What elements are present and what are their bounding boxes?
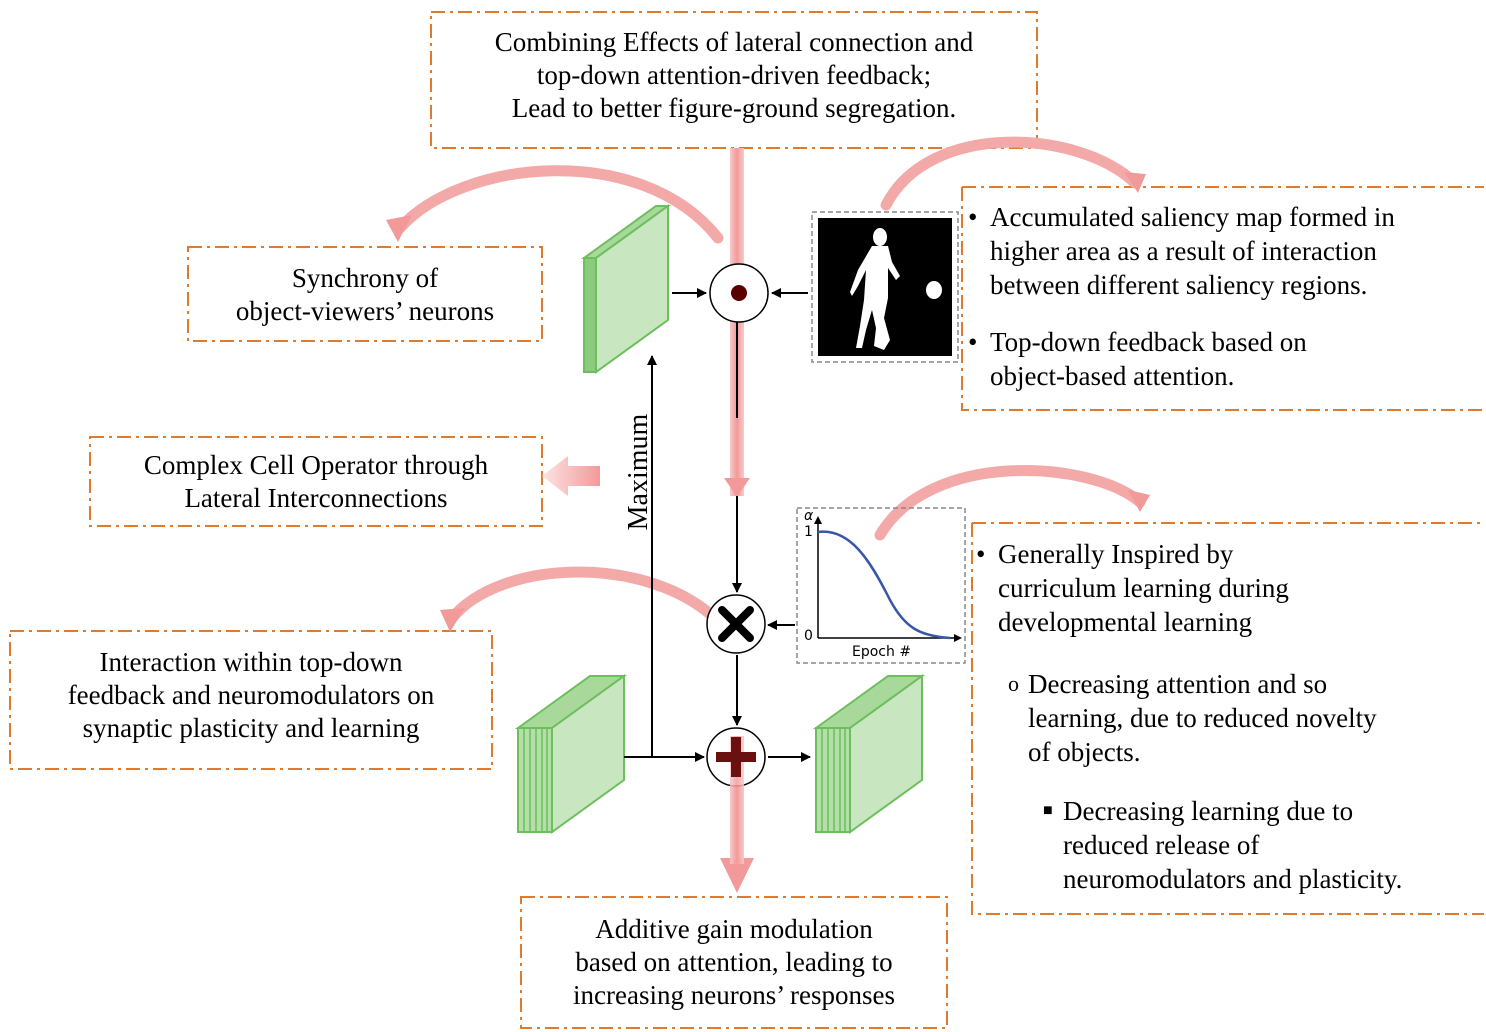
- curriculum-line: neuromodulators and plasticity.: [1063, 864, 1403, 894]
- saliency-line: higher area as a result of interaction: [990, 236, 1377, 266]
- curriculum-line: Decreasing learning due to: [1063, 796, 1354, 826]
- bullet-dot-icon: •: [976, 539, 986, 569]
- curve-head-synchrony: [386, 215, 412, 242]
- bullet-dot-icon: •: [968, 202, 978, 232]
- complex-line: Complex Cell Operator through: [143, 450, 489, 480]
- bullet-square-icon: ■: [1043, 802, 1053, 819]
- plot-x-label: Epoch #: [852, 644, 912, 660]
- saliency-line: Top-down feedback based on: [990, 327, 1307, 357]
- neuron-stack-output: [812, 674, 926, 834]
- top-box-line: top-down attention-driven feedback;: [536, 60, 932, 90]
- interaction-line: feedback and neuromodulators on: [67, 680, 435, 710]
- additive-line: based on attention, leading to: [575, 947, 893, 977]
- plot-y-symbol: α: [804, 508, 814, 524]
- bullet-dot-icon: •: [968, 327, 978, 357]
- curve-head-interaction: [440, 608, 465, 632]
- curriculum-line: learning, due to reduced novelty: [1028, 703, 1377, 733]
- saliency-line: object-based attention.: [990, 361, 1235, 391]
- curriculum-line: developmental learning: [998, 607, 1253, 637]
- curve-head-saliency: [1124, 172, 1146, 193]
- plot-y-tick-bottom: 0: [804, 628, 813, 644]
- synchrony-box: Synchrony of object-viewers’ neurons: [188, 262, 542, 328]
- additive-box-frame: [520, 896, 948, 1029]
- decay-curve: [817, 530, 951, 640]
- multiply-icon: [706, 594, 766, 654]
- saliency-bullet-2: • Top-down feedback based on object-base…: [968, 325, 1480, 393]
- additive-line: increasing neurons’ responses: [573, 980, 895, 1010]
- arrow-to-complex-box: [542, 456, 600, 496]
- bullet-circle-icon: o: [1008, 671, 1019, 696]
- curriculum-sub-bullet-2: ■ Decreasing learning due to reduced rel…: [1043, 794, 1473, 896]
- saliency-bullet-1: • Accumulated saliency map formed in hig…: [968, 200, 1480, 302]
- curriculum-bullet-1: • Generally Inspired by curriculum learn…: [976, 537, 1468, 639]
- saliency-map-image: [811, 211, 959, 363]
- additive-box: Additive gain modulation based on attent…: [521, 913, 947, 1012]
- curriculum-line: curriculum learning during: [998, 573, 1289, 603]
- maximum-label: Maximum: [623, 413, 654, 531]
- curriculum-box-frame: [971, 522, 1484, 915]
- curve-head-curriculum: [1128, 490, 1150, 512]
- complex-box-frame: [89, 436, 543, 527]
- synchrony-box-frame: [187, 246, 543, 342]
- curve-arrow-synchrony: [394, 165, 724, 244]
- top-box: Combining Effects of lateral connection …: [431, 26, 1037, 125]
- complex-box: Complex Cell Operator through Lateral In…: [90, 449, 542, 515]
- saliency-line: between different saliency regions.: [990, 270, 1368, 300]
- neuron-layer-single: [580, 204, 672, 374]
- complex-line: Lateral Interconnections: [184, 483, 448, 513]
- top-box-line: Combining Effects of lateral connection …: [494, 27, 974, 57]
- plot-y-tick-top: 1: [804, 524, 813, 540]
- plus-icon: [706, 727, 766, 864]
- synchrony-line: object-viewers’ neurons: [235, 296, 495, 326]
- curriculum-line: Decreasing attention and so: [1028, 669, 1328, 699]
- top-box-line: Lead to better figure-ground segregation…: [511, 93, 957, 123]
- decay-curve-plot: [796, 507, 966, 664]
- curve-arrow-curriculum: [874, 465, 1146, 541]
- curve-arrow-saliency: [880, 136, 1141, 211]
- interaction-line: Interaction within top-down: [99, 647, 403, 677]
- curriculum-line: reduced release of: [1063, 830, 1260, 860]
- curriculum-line: Generally Inspired by: [998, 539, 1234, 569]
- curriculum-line: of objects.: [1028, 737, 1141, 767]
- feedback-bar-top-head: [724, 478, 750, 497]
- curve-arrow-interaction: [446, 566, 716, 624]
- feedback-bar-bottom-head: [720, 858, 754, 893]
- interaction-box: Interaction within top-down feedback and…: [10, 646, 492, 745]
- neuron-stack-input: [514, 674, 628, 834]
- saliency-box-frame: [961, 186, 1484, 411]
- curriculum-sub-bullet-1: o Decreasing attention and so learning, …: [1008, 667, 1468, 769]
- interaction-line: synaptic plasticity and learning: [82, 713, 420, 743]
- additive-line: Additive gain modulation: [595, 914, 873, 944]
- interaction-box-frame: [9, 630, 493, 770]
- synchrony-line: Synchrony of: [291, 263, 439, 293]
- circled-dot-icon: [709, 263, 769, 323]
- saliency-line: Accumulated saliency map formed in: [990, 202, 1395, 232]
